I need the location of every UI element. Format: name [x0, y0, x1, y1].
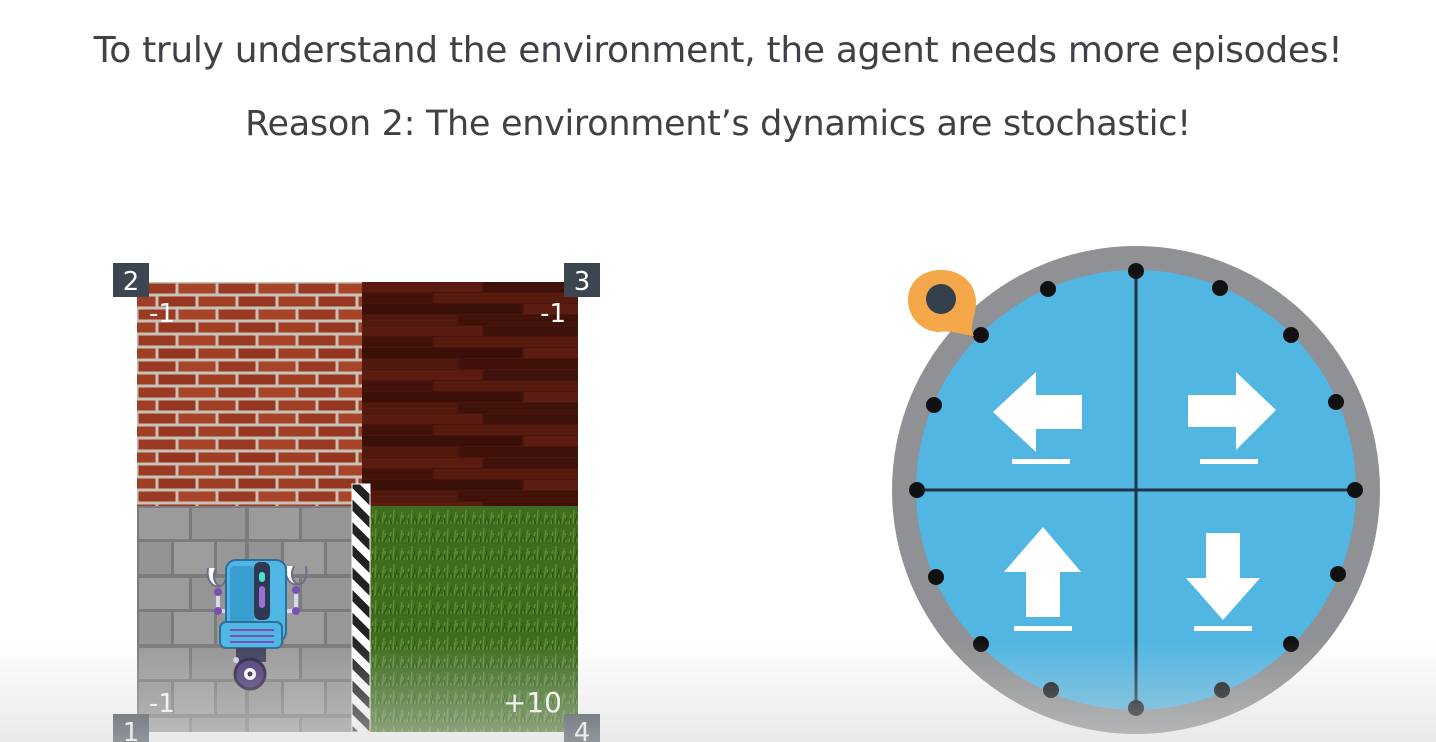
corner-label: 3	[574, 267, 591, 297]
corner-label: 2	[123, 267, 140, 297]
cell-top-left	[137, 282, 362, 506]
corner-label: 1	[123, 718, 140, 742]
corner-badge-1: 1	[113, 714, 149, 742]
reward-top-right: -1	[540, 299, 566, 329]
corner-badge-3: 3	[564, 263, 600, 297]
reward-top-left: -1	[149, 299, 175, 329]
corner-label: 4	[574, 718, 591, 742]
striped-barrier	[351, 483, 371, 733]
cell-top-right	[362, 282, 578, 506]
corner-badge-4: 4	[564, 714, 600, 742]
reward-bottom-right: +10	[503, 686, 562, 719]
slide-subtitle: Reason 2: The environment’s dynamics are…	[245, 104, 1191, 144]
slide-title: To truly understand the environment, the…	[93, 30, 1343, 71]
corner-badge-2: 2	[113, 263, 149, 297]
reward-bottom-left: -1	[149, 689, 175, 719]
